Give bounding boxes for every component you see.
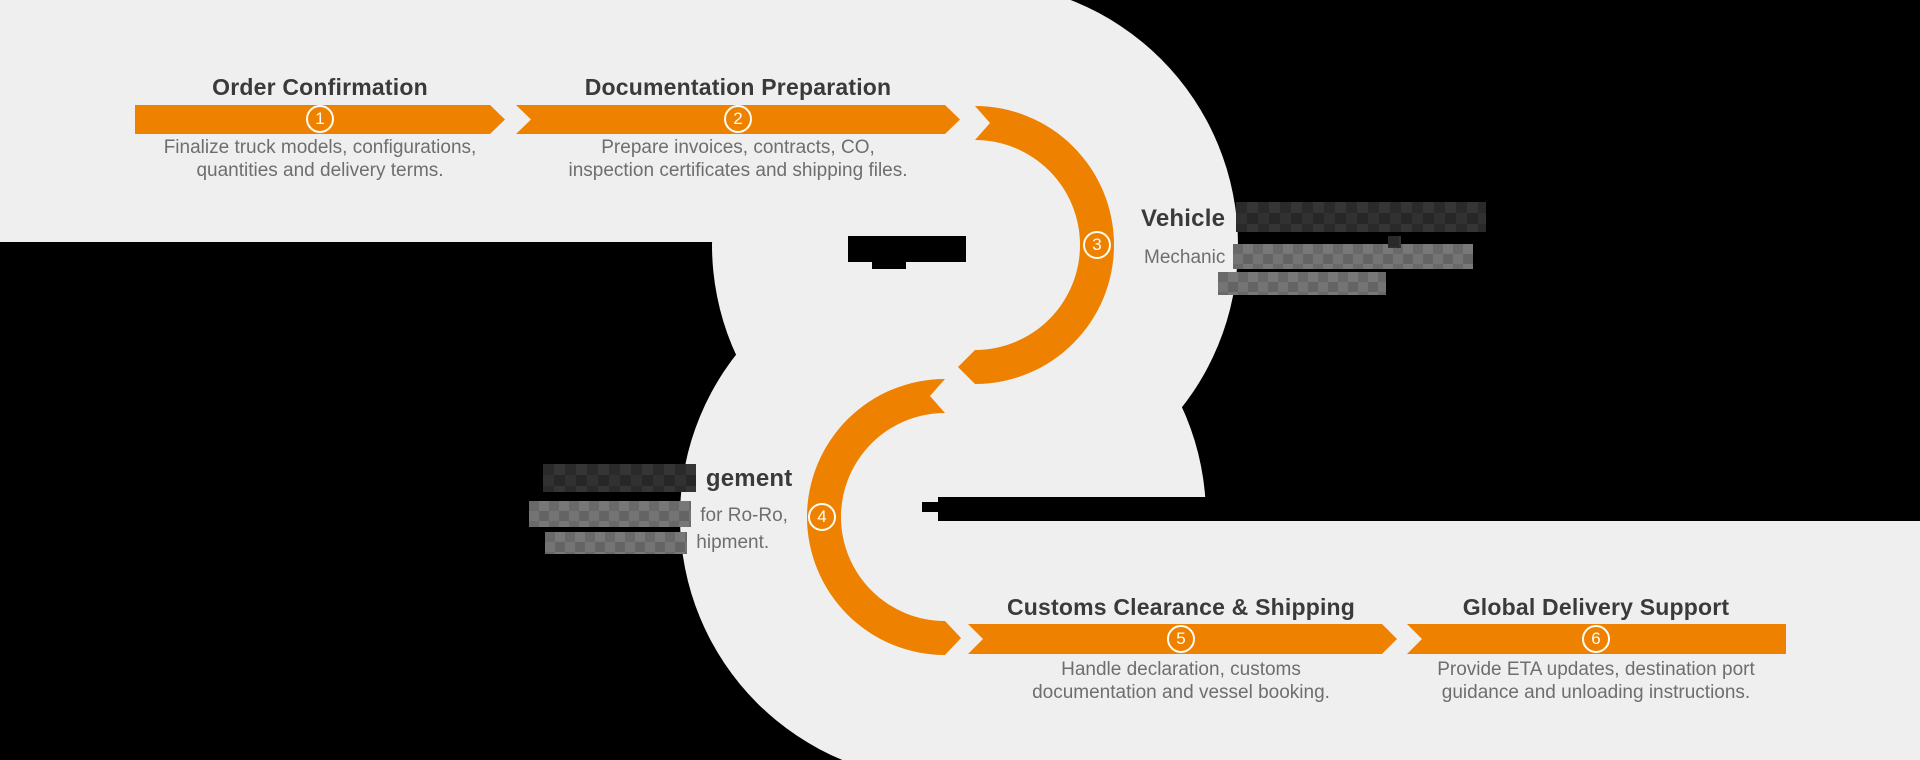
step-4-desc-line2-visible: hipment. — [696, 532, 770, 553]
step-3-desc-line1-redaction — [1232, 244, 1473, 269]
step-5-description: Handle declaration, customs documentatio… — [971, 658, 1391, 704]
step-3-number-badge: 3 — [1083, 231, 1111, 259]
black-censor-blocks — [848, 236, 1920, 521]
step-4-title: gement — [543, 464, 792, 493]
step-3-title-visible: Vehicle — [1141, 205, 1226, 232]
step-5-desc-line1: Handle declaration, customs — [1061, 659, 1301, 680]
flow-arc-step4 — [807, 379, 961, 655]
step-1-desc-line2: quantities and delivery terms. — [196, 160, 444, 181]
flow-arc-step3 — [958, 106, 1114, 384]
step-6-title: Global Delivery Support — [1462, 594, 1730, 620]
step-4-desc-line1: for Ro-Ro, — [529, 501, 788, 527]
step-2-title: Documentation Preparation — [584, 74, 892, 100]
step-3-desc-line2-redaction — [1218, 272, 1386, 295]
step-5-number-badge: 5 — [1167, 625, 1195, 653]
step-1-desc-line1: Finalize truck models, configurations, — [163, 137, 477, 158]
step-6-number-badge: 6 — [1582, 625, 1610, 653]
step-3-desc-line1: Mechanic — [1144, 244, 1473, 269]
step-6-desc-line1: Provide ETA updates, destination port — [1437, 659, 1755, 680]
step-5-title: Customs Clearance & Shipping — [1006, 594, 1356, 620]
step-5-desc-line2: documentation and vessel booking. — [1032, 682, 1330, 703]
step-4-desc-line2-redaction — [545, 532, 687, 554]
step-4-desc-line1-visible: for Ro-Ro, — [700, 505, 788, 526]
step-4-desc-line2: hipment. — [545, 531, 769, 554]
step-2-desc-line1: Prepare invoices, contracts, CO, — [601, 137, 875, 158]
step-4-desc-line1-redaction — [529, 501, 691, 527]
step-1-description: Finalize truck models, configurations, q… — [110, 136, 530, 182]
step-6-desc-line2: guidance and unloading instructions. — [1441, 682, 1751, 703]
step-6-description: Provide ETA updates, destination port gu… — [1386, 658, 1806, 704]
step-4-title-redaction — [543, 464, 696, 492]
step-3-title-redaction — [1236, 202, 1486, 232]
step-4-title-visible: gement — [705, 465, 793, 492]
step-3-title: Vehicle — [1141, 202, 1486, 233]
step-3-redaction-chip — [1388, 236, 1401, 248]
step-2-number-badge: 2 — [724, 105, 752, 133]
step-2-description: Prepare invoices, contracts, CO, inspect… — [528, 136, 948, 182]
step-4-number-badge: 4 — [808, 503, 836, 531]
step-1-title: Order Confirmation — [212, 74, 428, 100]
step-1-number-badge: 1 — [306, 105, 334, 133]
step-2-desc-line2: inspection certificates and shipping fil… — [568, 160, 908, 181]
step-3-desc-visible: Mechanic — [1144, 247, 1226, 268]
